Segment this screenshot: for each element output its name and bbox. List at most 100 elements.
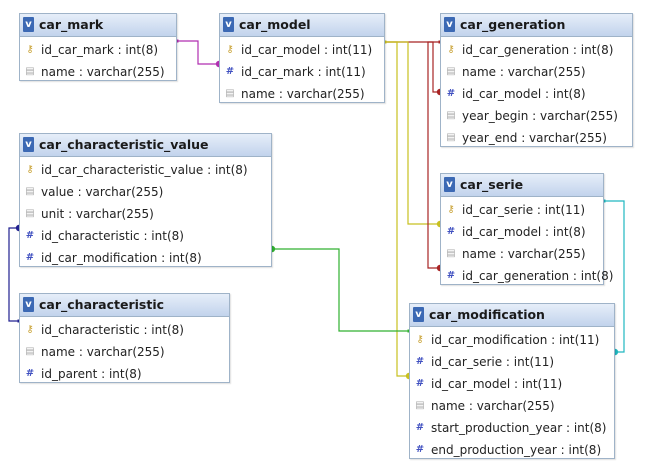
field-label: id_car_modification : int(11) bbox=[431, 333, 600, 347]
table-header[interactable]: v car_mark bbox=[20, 14, 176, 37]
foreign-key-icon: # bbox=[25, 230, 35, 241]
column-icon: ▤ bbox=[25, 346, 35, 357]
table-car-generation[interactable]: v car_generation ⚷id_car_generation : int(… bbox=[440, 13, 633, 147]
field-row[interactable]: #id_car_model : int(11) bbox=[410, 373, 614, 395]
field-label: name : varchar(255) bbox=[462, 65, 586, 79]
field-row[interactable]: ⚷id_car_serie : int(11) bbox=[441, 199, 603, 221]
table-title: car_mark bbox=[39, 17, 104, 32]
column-icon: ▤ bbox=[446, 248, 456, 259]
field-row[interactable]: ⚷ id_car_model : int(11) bbox=[220, 39, 384, 61]
field-row[interactable]: # id_car_generation : int(8) bbox=[441, 265, 614, 287]
foreign-key-icon: # bbox=[25, 368, 35, 379]
table-title: car_model bbox=[239, 17, 311, 32]
field-label: id_car_modification : int(8) bbox=[41, 251, 202, 265]
field-row[interactable]: ▤ name : varchar(255) bbox=[410, 395, 614, 417]
relation-endpoint-square bbox=[383, 40, 387, 44]
field-row[interactable]: ▤name : varchar(255) bbox=[20, 61, 176, 83]
field-label: id_characteristic : int(8) bbox=[41, 229, 184, 243]
relation-line-car_characteristic_value-car_characteristic bbox=[8, 227, 19, 322]
table-title: car_generation bbox=[460, 17, 566, 32]
field-row[interactable]: # id_car_serie : int(11) bbox=[410, 351, 614, 373]
table-toggle-icon[interactable]: v bbox=[23, 137, 34, 152]
field-row[interactable]: ▤ name : varchar(255) bbox=[441, 61, 632, 83]
field-label: id_car_mark : int(8) bbox=[41, 43, 159, 57]
field-label: id_characteristic : int(8) bbox=[41, 323, 184, 337]
field-label: year_begin : varchar(255) bbox=[462, 109, 618, 123]
field-row[interactable]: ▤unit : varchar(255) bbox=[20, 203, 271, 225]
field-row[interactable]: #id_car_model : int(8) bbox=[441, 221, 603, 243]
field-row[interactable]: ⚷ id_car_characteristic_value : int(8) bbox=[20, 159, 271, 181]
foreign-key-icon: # bbox=[415, 444, 425, 455]
field-row[interactable]: #start_production_year : int(8) bbox=[410, 417, 614, 439]
table-header[interactable]: v car_modification bbox=[410, 304, 614, 327]
column-icon: ▤ bbox=[25, 208, 35, 219]
key-icon: ⚷ bbox=[447, 204, 455, 215]
table-title: car_modification bbox=[429, 307, 545, 322]
field-row[interactable]: #id_car_model : int(8) bbox=[441, 83, 632, 105]
field-row[interactable]: # id_car_mark : int(11) bbox=[220, 61, 384, 83]
relation-line-car_serie-car_model bbox=[385, 41, 440, 225]
field-label: year_end : varchar(255) bbox=[462, 131, 607, 145]
table-car-mark[interactable]: v car_mark ⚷id_car_mark : int(8)▤name : va… bbox=[19, 13, 177, 81]
foreign-key-icon: # bbox=[415, 356, 425, 367]
table-toggle-icon[interactable]: v bbox=[444, 17, 455, 32]
key-icon: ⚷ bbox=[416, 334, 424, 345]
key-icon: ⚷ bbox=[447, 44, 455, 55]
table-title: car_characteristic bbox=[39, 297, 165, 312]
table-toggle-icon[interactable]: v bbox=[23, 297, 34, 312]
field-row[interactable]: ⚷id_car_generation : int(8) bbox=[441, 39, 632, 61]
table-header[interactable]: v car_characteristic bbox=[20, 294, 229, 317]
foreign-key-icon: # bbox=[225, 66, 235, 77]
field-row[interactable]: ▤name : varchar(255) bbox=[441, 243, 603, 265]
field-label: name : varchar(255) bbox=[241, 87, 365, 101]
table-toggle-icon[interactable]: v bbox=[223, 17, 234, 32]
field-row[interactable]: ⚷ id_car_modification : int(11) bbox=[410, 329, 614, 351]
table-header[interactable]: v car_generation bbox=[441, 14, 632, 37]
key-icon: ⚷ bbox=[226, 44, 234, 55]
column-icon: ▤ bbox=[225, 88, 235, 99]
field-row[interactable]: ▤year_end : varchar(255) bbox=[441, 127, 632, 149]
table-car-modification[interactable]: v car_modification ⚷ id_car_modification : … bbox=[409, 303, 615, 459]
table-car-model[interactable]: v car_model ⚷ id_car_model : int(11) # id_car… bbox=[219, 13, 385, 103]
column-icon: ▤ bbox=[446, 110, 456, 121]
field-label: id_car_mark : int(11) bbox=[241, 65, 366, 79]
field-row[interactable]: ▤ name : varchar(255) bbox=[220, 83, 384, 105]
column-icon: ▤ bbox=[446, 66, 456, 77]
field-row[interactable]: #end_production_year : int(8) bbox=[410, 439, 614, 461]
table-toggle-icon[interactable]: v bbox=[444, 177, 455, 192]
table-toggle-icon[interactable]: v bbox=[413, 307, 424, 322]
field-row[interactable]: ▤ value : varchar(255) bbox=[20, 181, 271, 203]
field-label: id_car_generation : int(8) bbox=[462, 269, 614, 283]
field-row[interactable]: #id_parent : int(8) bbox=[20, 363, 229, 385]
field-row[interactable]: #id_car_modification : int(8) bbox=[20, 247, 271, 269]
field-row[interactable]: # id_characteristic : int(8) bbox=[20, 225, 271, 247]
table-header[interactable]: v car_model bbox=[220, 14, 384, 37]
field-label: id_car_characteristic_value : int(8) bbox=[41, 163, 248, 177]
field-label: id_car_model : int(11) bbox=[241, 43, 373, 57]
relation-line-car_modification-car_model bbox=[385, 41, 409, 377]
column-icon: ▤ bbox=[25, 186, 35, 197]
field-label: value : varchar(255) bbox=[41, 185, 164, 199]
relation-line-car_serie-car_generation bbox=[427, 41, 440, 269]
key-icon: ⚷ bbox=[26, 164, 34, 175]
field-label: id_car_model : int(8) bbox=[462, 225, 586, 239]
key-icon: ⚷ bbox=[26, 324, 34, 335]
field-label: name : varchar(255) bbox=[431, 399, 555, 413]
foreign-key-icon: # bbox=[446, 270, 456, 281]
field-label: id_car_model : int(8) bbox=[462, 87, 586, 101]
relation-endpoint-square bbox=[175, 39, 179, 43]
table-car-characteristic[interactable]: v car_characteristic ⚷ id_characteristic : … bbox=[19, 293, 230, 383]
field-row[interactable]: ▤name : varchar(255) bbox=[20, 341, 229, 363]
field-row[interactable]: ⚷ id_characteristic : int(8) bbox=[20, 319, 229, 341]
field-label: id_car_model : int(11) bbox=[431, 377, 563, 391]
field-row[interactable]: ⚷id_car_mark : int(8) bbox=[20, 39, 176, 61]
field-label: id_car_serie : int(11) bbox=[431, 355, 555, 369]
field-row[interactable]: ▤ year_begin : varchar(255) bbox=[441, 105, 632, 127]
column-icon: ▤ bbox=[415, 400, 425, 411]
table-toggle-icon[interactable]: v bbox=[23, 17, 34, 32]
